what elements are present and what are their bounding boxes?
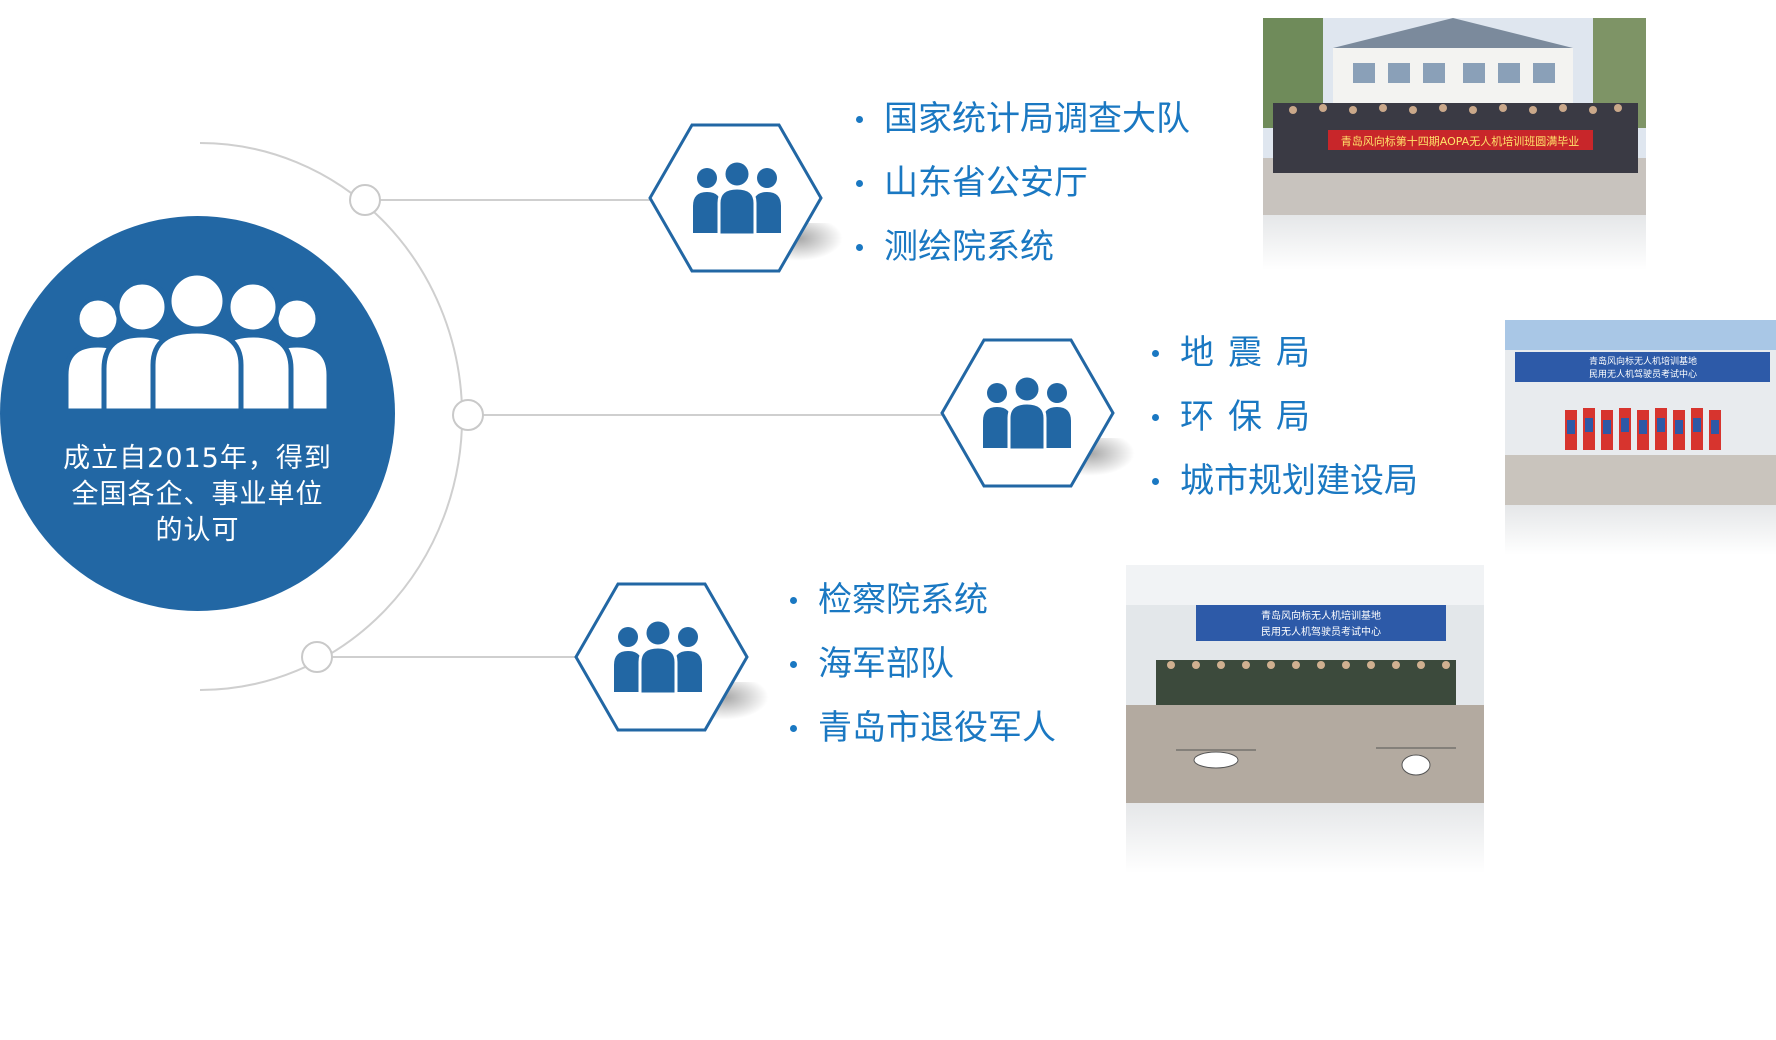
bullet-icon bbox=[856, 116, 863, 123]
group-3-list: 检察院系统 海军部队 青岛市退役军人 bbox=[786, 568, 1056, 760]
list-item: 国家统计局调查大队 bbox=[852, 87, 1190, 151]
bullet-icon bbox=[1152, 478, 1159, 485]
photo-illustration: 青岛风向标第十四期AOPA无人机培训班圆满毕业 bbox=[1263, 18, 1646, 215]
hexagon-badge-3 bbox=[574, 582, 769, 732]
hexagon-shape bbox=[648, 123, 823, 273]
photo-illustration: 青岛风向标无人机培训基地 民用无人机驾驶员考试中心 bbox=[1126, 565, 1484, 803]
bullet-icon bbox=[790, 725, 797, 732]
list-item: 青岛市退役军人 bbox=[786, 696, 1056, 760]
list-item: 城市规划建设局 bbox=[1148, 449, 1418, 513]
group-1-list: 国家统计局调查大队 山东省公安厅 测绘院系统 bbox=[852, 87, 1190, 279]
group-photo-2: 青岛风向标无人机培训基地 民用无人机驾驶员考试中心 bbox=[1505, 320, 1776, 505]
bullet-icon bbox=[856, 244, 863, 251]
list-item: 海军部队 bbox=[786, 632, 1056, 696]
list-item: 山东省公安厅 bbox=[852, 151, 1190, 215]
arc-node-3 bbox=[301, 641, 333, 673]
bullet-icon bbox=[790, 661, 797, 668]
banner-text: 民用无人机驾驶员考试中心 bbox=[1261, 625, 1381, 638]
group-photo-3: 青岛风向标无人机培训基地 民用无人机驾驶员考试中心 bbox=[1126, 565, 1484, 803]
photo-reflection-1 bbox=[1263, 215, 1646, 270]
photo-illustration: 青岛风向标无人机培训基地 民用无人机驾驶员考试中心 bbox=[1505, 320, 1776, 505]
people-group-icon bbox=[63, 271, 332, 411]
group-2-list: 地震局 环保局 城市规划建设局 bbox=[1148, 321, 1418, 513]
people-group-icon bbox=[983, 374, 1071, 452]
bullet-icon bbox=[1152, 414, 1159, 421]
banner-text: 民用无人机驾驶员考试中心 bbox=[1589, 368, 1697, 380]
list-item: 地震局 bbox=[1148, 321, 1418, 385]
banner-text: 青岛风向标第十四期AOPA无人机培训班圆满毕业 bbox=[1341, 134, 1579, 148]
photo-reflection-2 bbox=[1505, 505, 1776, 555]
arc-node-2 bbox=[452, 399, 484, 431]
arc-node-1 bbox=[349, 184, 381, 216]
people-group-icon bbox=[614, 618, 702, 696]
bullet-icon bbox=[1152, 350, 1159, 357]
main-circle: 成立自2015年，得到 全国各企、事业单位 的认可 bbox=[0, 216, 395, 611]
bullet-icon bbox=[790, 597, 797, 604]
hexagon-badge-1 bbox=[648, 123, 843, 273]
main-description: 成立自2015年，得到 全国各企、事业单位 的认可 bbox=[63, 443, 332, 546]
group-photo-1: 青岛风向标第十四期AOPA无人机培训班圆满毕业 bbox=[1263, 18, 1646, 215]
hexagon-badge-2 bbox=[940, 338, 1135, 488]
banner-text: 青岛风向标无人机培训基地 bbox=[1589, 355, 1697, 367]
photo-reflection-3 bbox=[1126, 803, 1484, 873]
hexagon-shape bbox=[574, 582, 749, 732]
bullet-icon bbox=[856, 180, 863, 187]
list-item: 环保局 bbox=[1148, 385, 1418, 449]
banner-text: 青岛风向标无人机培训基地 bbox=[1261, 609, 1381, 622]
hexagon-shape bbox=[940, 338, 1115, 488]
list-item: 检察院系统 bbox=[786, 568, 1056, 632]
list-item: 测绘院系统 bbox=[852, 215, 1190, 279]
people-group-icon bbox=[693, 159, 781, 237]
